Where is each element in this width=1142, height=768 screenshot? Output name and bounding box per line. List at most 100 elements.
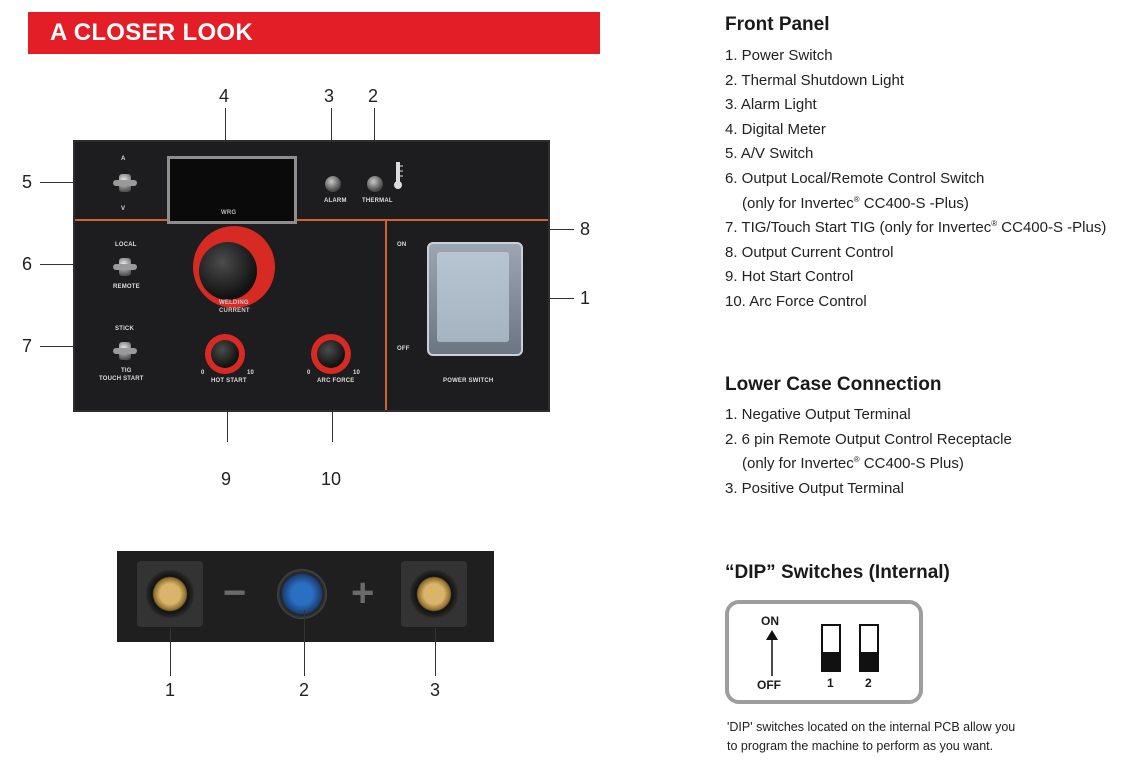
registered-mark: ®	[853, 455, 860, 465]
panel-divider-v	[385, 221, 387, 410]
stick-tig-switch[interactable]	[113, 342, 137, 360]
thermal-light	[367, 176, 383, 192]
arc-force-label: ARC FORCE	[317, 378, 355, 384]
dip-on-label: ON	[761, 614, 779, 628]
output-current-knob[interactable]	[199, 242, 257, 300]
lower-case-photo: − +	[117, 551, 494, 642]
thermometer-icon	[394, 162, 403, 189]
callout-2: 2	[368, 86, 379, 106]
callout-9: 9	[221, 469, 232, 489]
remote-label: REMOTE	[113, 284, 140, 290]
av-switch[interactable]	[113, 174, 137, 192]
welding-label-2: CURRENT	[219, 308, 250, 314]
lower-case-title: Lower Case Connection	[725, 374, 942, 395]
list-item: 9. Hot Start Control	[725, 268, 854, 286]
alarm-light	[325, 176, 341, 192]
list-item-note: (only for Invertec® CC400-S -Plus)	[725, 192, 1106, 217]
callout-6: 6	[22, 254, 33, 274]
list-item: 2. Thermal Shutdown Light	[725, 71, 904, 89]
list-item: 1. Power Switch	[725, 47, 833, 64]
front-panel-title: Front Panel	[725, 14, 830, 35]
dip-switch-2-lever	[861, 652, 877, 670]
lower-case-list: 1. Negative Output Terminal 2. 6 pin Rem…	[725, 403, 1012, 501]
hot-start-knob[interactable]	[211, 340, 239, 368]
panel-divider-h	[75, 219, 548, 221]
list-item: 2. 6 pin Remote Output Control Receptacl…	[725, 430, 1012, 448]
positive-terminal	[401, 561, 467, 627]
breaker-window	[437, 252, 509, 342]
label-a: A	[121, 156, 126, 162]
dip-off-label: OFF	[757, 678, 781, 692]
power-switch[interactable]	[427, 242, 523, 356]
touch-start-label: TOUCH START	[99, 376, 144, 382]
local-label: LOCAL	[115, 242, 137, 248]
dip-note: 'DIP' switches located on the internal P…	[727, 718, 1015, 756]
hot-start-label: HOT START	[211, 378, 247, 384]
label-v: V	[121, 206, 126, 212]
dip-note-line-1: 'DIP' switches located on the internal P…	[727, 720, 1016, 734]
lower-callout-3: 3	[430, 680, 441, 700]
welding-label-1: WELDING	[219, 300, 249, 306]
callout-4: 4	[219, 86, 230, 106]
front-panel-photo: A V WRG ALARM THERMAL LOCAL REMOTE STICK…	[73, 140, 550, 412]
registered-mark: ®	[991, 219, 998, 229]
arc-scale-max: 10	[353, 370, 361, 376]
hot-scale-min: 0	[201, 370, 205, 376]
thermal-label: THERMAL	[362, 198, 393, 204]
dip-title: “DIP” Switches (Internal)	[725, 562, 950, 583]
list-item: 5. A/V Switch	[725, 145, 814, 163]
registered-mark: ®	[853, 194, 860, 204]
list-item: 7. TIG/Touch Start TIG (only for Inverte…	[725, 216, 1106, 241]
dip-switch-diagram: ON OFF 1 2	[725, 600, 923, 704]
lower-callout-2: 2	[299, 680, 310, 700]
remote-receptacle	[277, 569, 327, 619]
list-item: 1. Negative Output Terminal	[725, 406, 911, 423]
dip-switch-2	[859, 624, 879, 672]
dip-note-line-2: to program the machine to perform as you…	[727, 739, 994, 753]
note-text: (only for Invertec	[742, 455, 854, 473]
item-text: 7. TIG/Touch Start TIG (only for Inverte…	[725, 219, 992, 237]
plus-sign: +	[351, 571, 375, 615]
negative-terminal	[137, 561, 203, 627]
callout-1: 1	[580, 288, 591, 308]
note-text: CC400-S -Plus)	[859, 194, 969, 212]
list-item: 10. Arc Force Control	[725, 292, 867, 310]
tig-label: TIG	[121, 368, 132, 374]
note-text: (only for Invertec	[742, 194, 854, 212]
item-text: CC400-S -Plus)	[997, 219, 1107, 237]
stick-label: STICK	[115, 326, 134, 332]
dip-switch-1	[821, 624, 841, 672]
lower-callout-line-3	[435, 628, 436, 676]
alarm-label: ALARM	[324, 198, 347, 204]
digital-meter	[167, 156, 297, 224]
on-label: ON	[397, 242, 407, 248]
list-item: 3. Alarm Light	[725, 96, 817, 114]
negative-terminal-ring	[146, 570, 194, 618]
dip-switch-1-number: 1	[827, 676, 834, 690]
meter-label: WRG	[221, 210, 237, 216]
callout-3: 3	[324, 86, 335, 106]
front-panel-list: 1. Power Switch 2. Thermal Shutdown Ligh…	[725, 44, 1106, 315]
positive-terminal-ring	[410, 570, 458, 618]
arc-force-knob[interactable]	[317, 340, 345, 368]
hot-scale-max: 10	[247, 370, 255, 376]
dip-switch-2-number: 2	[865, 676, 872, 690]
list-item: 3. Positive Output Terminal	[725, 479, 904, 497]
minus-sign: −	[223, 571, 247, 615]
section-banner: A CLOSER LOOK	[28, 12, 600, 54]
callout-10: 10	[321, 469, 342, 489]
lower-callout-line-1	[170, 628, 171, 676]
banner-title: A CLOSER LOOK	[50, 19, 254, 46]
callout-7: 7	[22, 336, 33, 356]
local-remote-switch[interactable]	[113, 258, 137, 276]
lower-callout-line-2	[304, 610, 305, 676]
power-switch-label: POWER SWITCH	[443, 378, 494, 384]
lower-callout-1: 1	[165, 680, 176, 700]
callout-8: 8	[580, 219, 591, 239]
list-item: 4. Digital Meter	[725, 120, 826, 138]
note-text: CC400-S Plus)	[859, 455, 964, 473]
list-item-note: (only for Invertec® CC400-S Plus)	[725, 452, 1012, 477]
callout-5: 5	[22, 172, 33, 192]
dip-switch-1-lever	[823, 652, 839, 670]
list-item: 8. Output Current Control	[725, 243, 894, 261]
